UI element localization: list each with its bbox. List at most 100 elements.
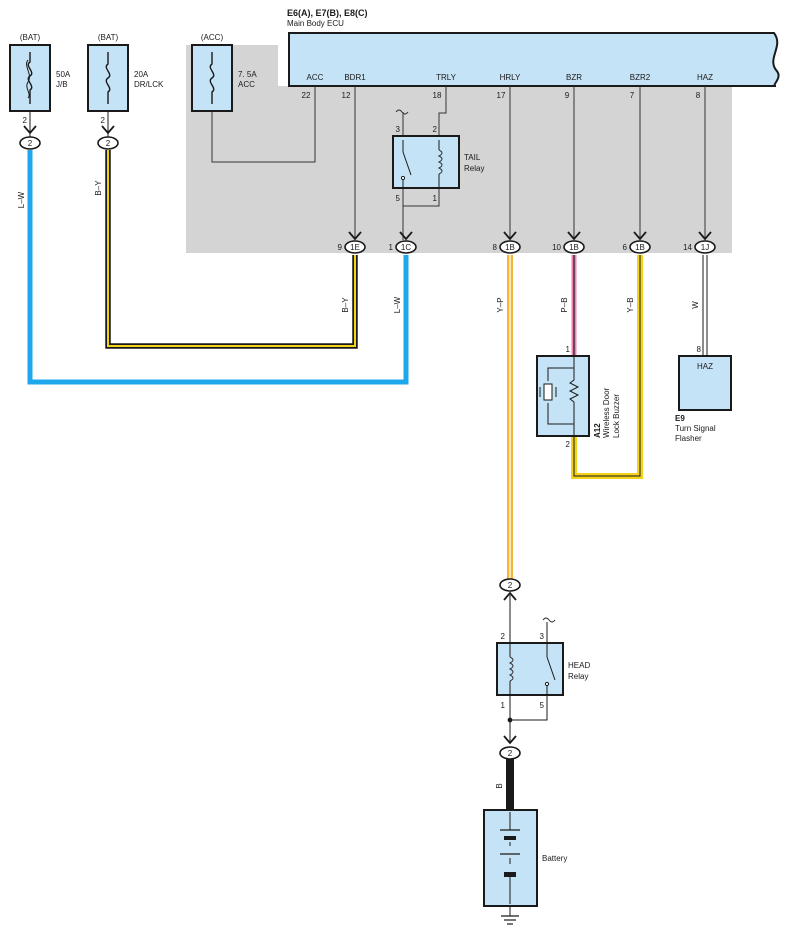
head-relay-pin-3: 3 — [540, 632, 545, 641]
svg-text:1B: 1B — [569, 243, 579, 252]
ecu-terminal-haz: HAZ — [697, 73, 713, 82]
svg-text:1B: 1B — [505, 243, 515, 252]
tail-relay-tilde — [395, 109, 409, 115]
ecu-internal-wires — [211, 86, 706, 240]
svg-text:2: 2 — [508, 749, 513, 758]
connector-fuse-20a: 2 — [97, 125, 119, 150]
fuse-acc-name: ACC — [238, 80, 255, 89]
head-relay-sub: Relay — [568, 672, 588, 681]
connector-1b-bzr: 1B 10 — [552, 231, 585, 254]
flasher-line2: Flasher — [675, 434, 702, 443]
head-relay-pin-1: 1 — [501, 701, 506, 710]
svg-text:2: 2 — [28, 139, 33, 148]
fuse-20a-name: DR/LCK — [134, 80, 164, 89]
ecu-terminal-bzr2: BZR2 — [630, 73, 651, 82]
buzzer-pin-1: 1 — [566, 345, 571, 354]
ecu-pin-8: 8 — [696, 91, 701, 100]
svg-text:2: 2 — [106, 139, 111, 148]
svg-text:1E: 1E — [350, 243, 360, 252]
fuse-50a-jb: (BAT) 50A J/B 2 — [9, 33, 71, 125]
wire-by-stripe — [107, 150, 356, 347]
flasher-e9: HAZ 8 E9 Turn Signal Flasher — [675, 345, 732, 443]
svg-text:2: 2 — [508, 581, 513, 590]
head-relay-tilde — [542, 617, 556, 623]
connector-1e: 1E 9 — [338, 231, 366, 254]
connector-1b-bzr2: 1B 6 — [623, 231, 651, 254]
connector-head-bottom: 2 — [499, 735, 521, 760]
ground-symbol — [501, 906, 519, 925]
ecu-terminal-bdr1: BDR1 — [344, 73, 366, 82]
buzzer-a12: 1 2 A12 Wireless Door Lock Buzzer — [536, 345, 621, 449]
fuse-50a-rating: 50A — [56, 70, 71, 79]
tail-relay-pin-3: 3 — [396, 125, 401, 134]
buzzer-id: A12 — [593, 423, 602, 438]
flasher-terminal: HAZ — [697, 362, 713, 371]
fuse-50a-pin: 2 — [23, 116, 28, 125]
head-relay-pin-5: 5 — [540, 701, 545, 710]
ecu-subtitle: Main Body ECU — [287, 19, 344, 28]
wire-lw-left — [27, 150, 409, 385]
head-relay: 2 3 1 5 HEAD Relay — [496, 617, 590, 710]
wire-label-lw-right: L–W — [393, 296, 402, 313]
head-relay-pin-2: 2 — [501, 632, 506, 641]
head-relay-junction-dot — [507, 717, 513, 723]
svg-text:14: 14 — [683, 243, 692, 252]
buzzer-line2: Lock Buzzer — [612, 394, 621, 438]
ecu-terminal-hrly: HRLY — [500, 73, 521, 82]
wire-label-yp: Y–P — [496, 297, 505, 312]
tail-relay-pin-5: 5 — [396, 194, 401, 203]
ecu-terminal-trly: TRLY — [436, 73, 457, 82]
svg-text:9: 9 — [338, 243, 343, 252]
battery-label: Battery — [542, 854, 567, 863]
buzzer-pin-2: 2 — [566, 440, 571, 449]
wire-label-by-left: B–Y — [94, 180, 103, 196]
ecu-pin-18: 18 — [433, 91, 442, 100]
wire-label-w: W — [691, 301, 700, 309]
fuse-7-5a-acc: (ACC) 7. 5A ACC — [191, 33, 257, 112]
fuse-50a-name: J/B — [56, 80, 68, 89]
fuse-acc-rating: 7. 5A — [238, 70, 257, 79]
svg-text:1C: 1C — [401, 243, 411, 252]
connector-1c: 1C 1 — [389, 231, 417, 254]
ecu-terminal-acc: ACC — [307, 73, 324, 82]
wire-label-b: B — [495, 783, 504, 788]
tail-relay-sub: Relay — [464, 164, 484, 173]
flasher-line1: Turn Signal — [675, 424, 716, 433]
tail-relay-name: TAIL — [464, 153, 481, 162]
battery: Battery — [483, 809, 567, 907]
fuse-20a-drlck: (BAT) 20A DR/LCK 2 — [87, 33, 164, 125]
connector-1j: 1J 14 — [683, 231, 716, 254]
ecu-pin-22: 22 — [302, 91, 311, 100]
fuse-20a-source: (BAT) — [98, 33, 119, 42]
buzzer-line1: Wireless Door — [602, 387, 611, 438]
wire-label-yb: Y–B — [626, 297, 635, 312]
flasher-pin: 8 — [697, 345, 702, 354]
fuse-20a-pin: 2 — [101, 116, 106, 125]
svg-text:10: 10 — [552, 243, 561, 252]
connector-fuse-50a: 2 — [19, 125, 41, 150]
fuse-acc-source: (ACC) — [201, 33, 224, 42]
connector-head-top: 2 — [499, 578, 521, 601]
tail-relay-pin-2: 2 — [433, 125, 438, 134]
connector-1b-hrly: 1B 8 — [493, 231, 521, 254]
svg-text:1J: 1J — [701, 243, 709, 252]
fuse-20a-rating: 20A — [134, 70, 149, 79]
flasher-id: E9 — [675, 414, 685, 423]
wire-yb-stripe — [573, 255, 641, 477]
ecu-terminal-bzr: BZR — [566, 73, 582, 82]
svg-text:6: 6 — [623, 243, 628, 252]
svg-text:1: 1 — [389, 243, 394, 252]
fuse-50a-source: (BAT) — [20, 33, 41, 42]
wire-label-by-right: B–Y — [341, 297, 350, 313]
ecu-title: E6(A), E7(B), E8(C) — [287, 8, 368, 18]
ecu-pin-17: 17 — [497, 91, 506, 100]
svg-text:1B: 1B — [635, 243, 645, 252]
tail-relay: 3 2 5 1 TAIL Relay — [392, 109, 484, 203]
svg-text:8: 8 — [493, 243, 498, 252]
ecu-pin-9: 9 — [565, 91, 570, 100]
ecu-body — [288, 32, 780, 87]
ecu-pin-7: 7 — [630, 91, 635, 100]
tail-relay-pin-1: 1 — [433, 194, 438, 203]
wire-label-lw-left: L–W — [17, 191, 26, 208]
